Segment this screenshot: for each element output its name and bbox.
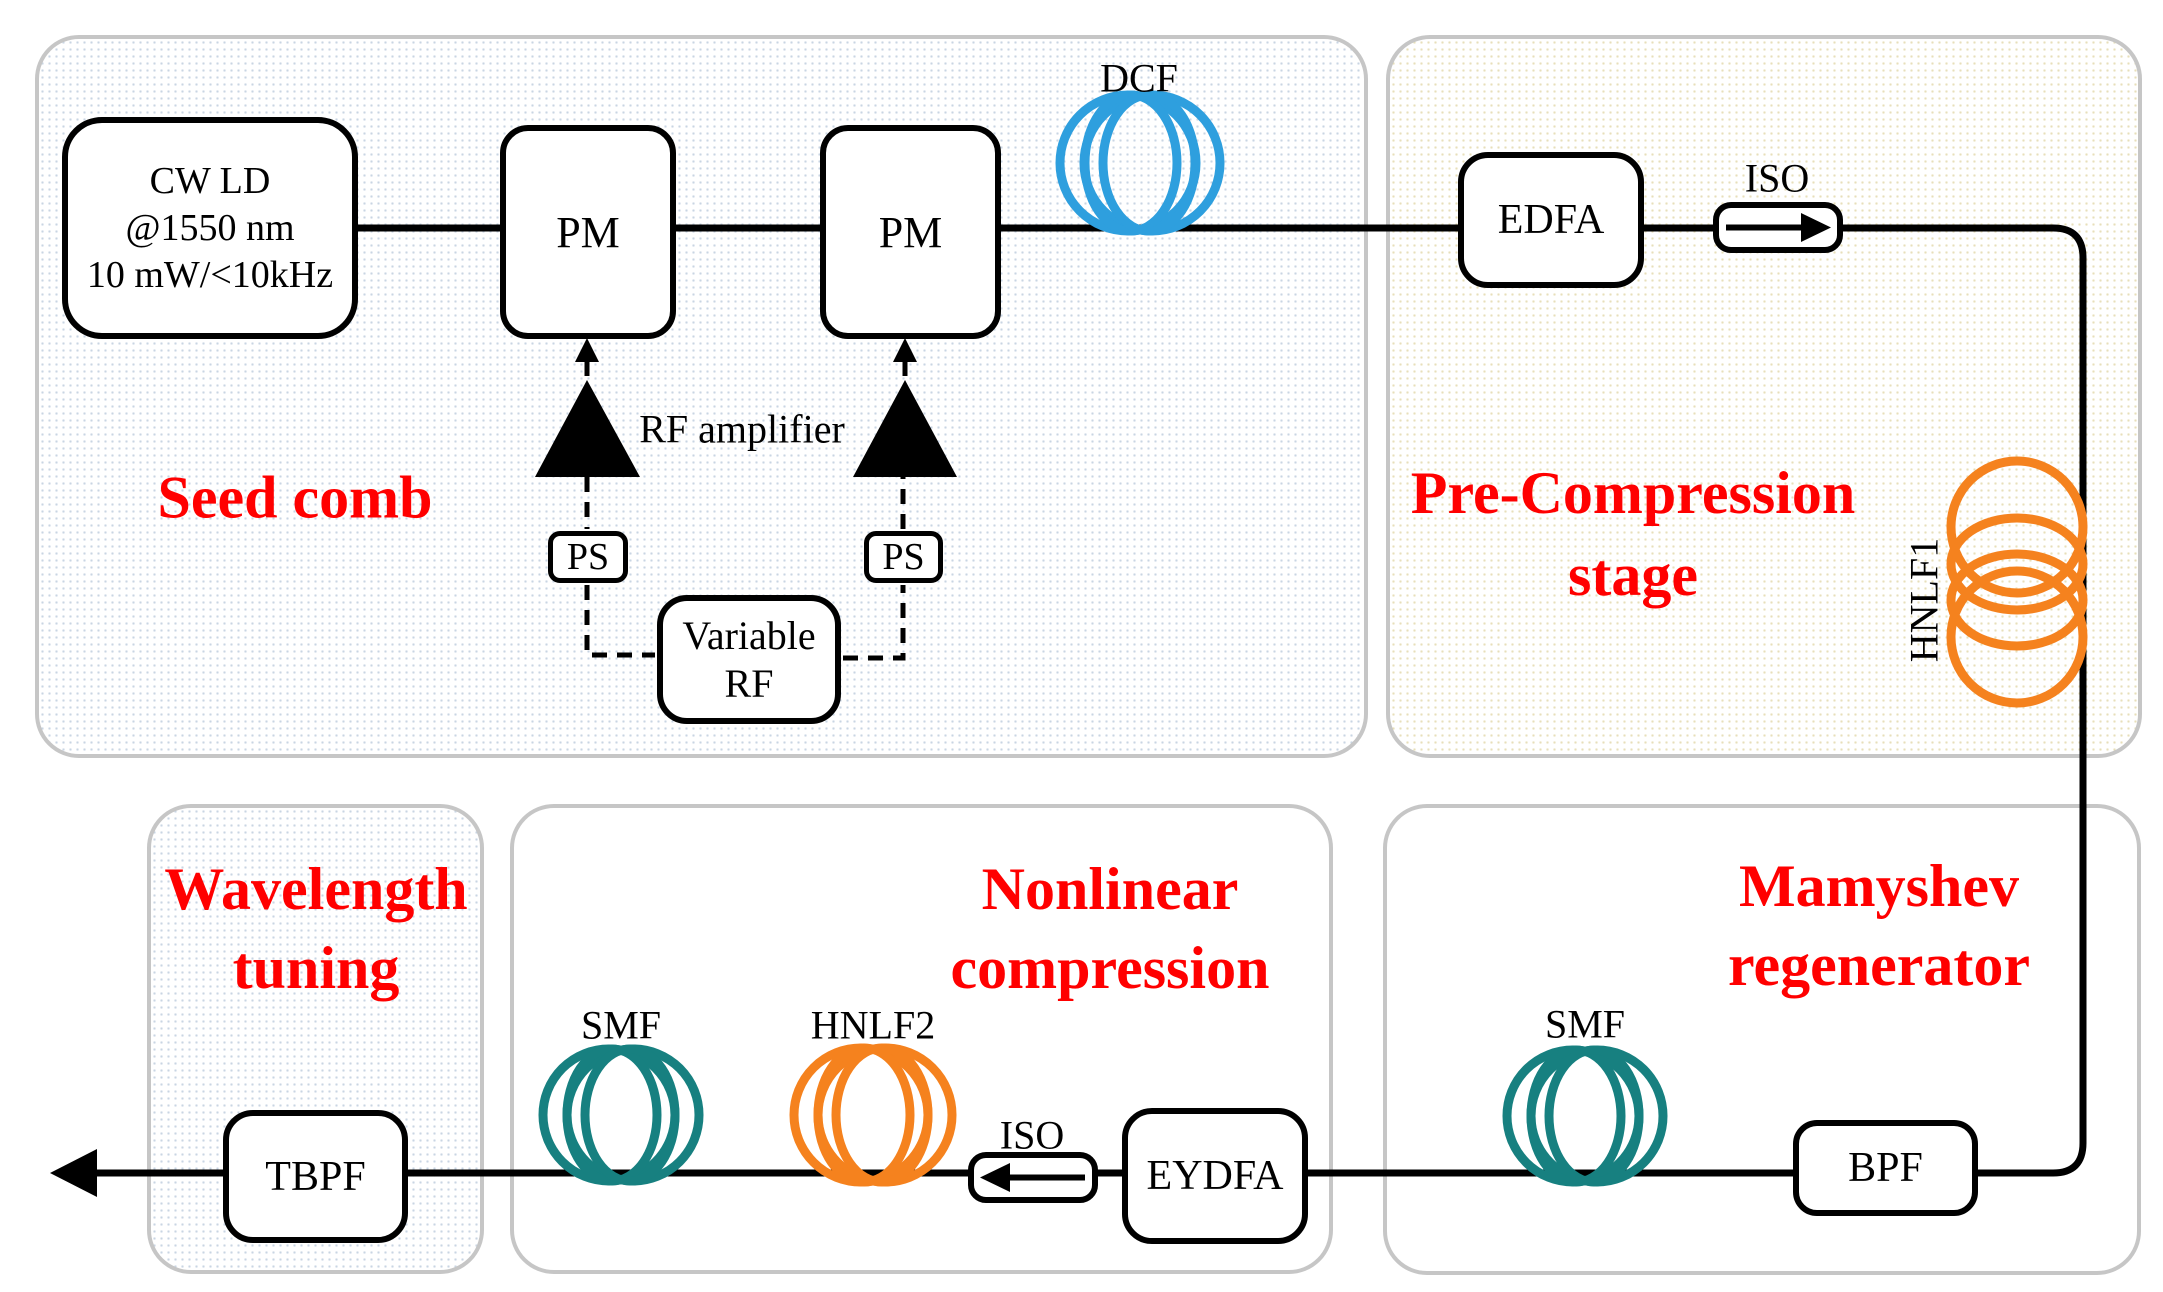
variable-rf-line1: Variable — [682, 612, 816, 658]
wavelength-tuning-line1: Wavelength — [164, 856, 468, 922]
hnlf1-fiber-coil-icon — [1946, 456, 2088, 708]
phase-shifter-1-box: PS — [548, 531, 628, 583]
ps1-label: PS — [566, 536, 610, 578]
rf-amplifier-label: RF amplifier — [639, 406, 845, 452]
rf-amplifier-2-icon — [853, 380, 957, 477]
ps2-label: PS — [882, 536, 925, 578]
left-arrow-icon — [980, 1163, 1085, 1192]
hnlf1-label: HNLF1 — [1901, 537, 1947, 663]
nonlinear-compression-line1: Nonlinear — [981, 856, 1239, 922]
bpf-box: BPF — [1793, 1120, 1978, 1216]
dashed-line-variable-rf-to-ps2 — [843, 585, 906, 661]
tbpf-label: TBPF — [265, 1153, 366, 1200]
seed-comb-text: Seed comb — [157, 464, 433, 531]
wavelength-tuning-line2: tuning — [232, 935, 400, 1001]
smf-compression-label: SMF — [580, 1002, 662, 1048]
pm2-label: PM — [878, 207, 943, 257]
output-arrowhead-icon — [50, 1149, 97, 1197]
isolator-forward-box — [1713, 202, 1843, 253]
isolator-backward-box — [968, 1152, 1098, 1203]
iso-backward-label: ISO — [999, 1112, 1065, 1158]
dashed-line-ps1-to-variable-rf — [584, 585, 655, 658]
bpf-label: BPF — [1848, 1145, 1923, 1191]
arrowhead-into-pm1-icon — [575, 338, 599, 362]
pm1-label: PM — [556, 207, 620, 257]
nonlinear-compression-line2: compression — [950, 935, 1270, 1001]
mamyshev-regenerator-line2: regenerator — [1727, 932, 2031, 998]
cw-laser-diode-box: CW LD @1550 nm 10 mW/<10kHz — [62, 117, 358, 339]
right-arrow-icon — [1726, 213, 1831, 242]
cw-ld-line3: 10 mW/<10kHz — [86, 253, 334, 296]
edfa-box: EDFA — [1458, 152, 1644, 288]
smf-regenerator-label: SMF — [1544, 1001, 1626, 1047]
phase-modulator-1-box: PM — [500, 125, 676, 339]
rf-amplifier-1-icon — [535, 380, 640, 477]
panel-mamyshev-regenerator — [1383, 804, 2141, 1275]
eydfa-label: EYDFA — [1146, 1153, 1284, 1199]
eydfa-box: EYDFA — [1122, 1108, 1308, 1244]
smf-regenerator-fiber-coil-icon — [1502, 1045, 1668, 1187]
phase-modulator-2-box: PM — [820, 125, 1001, 339]
edfa-label: EDFA — [1497, 197, 1605, 243]
panel-pre-compression — [1386, 35, 2142, 758]
stage-label-pre-compression: Pre-Compression stage — [1411, 452, 1855, 616]
main-fiber-path — [88, 224, 2087, 1177]
mamyshev-regenerator-line1: Mamyshev — [1739, 853, 2019, 919]
arrowhead-into-pm2-icon — [893, 338, 917, 362]
iso-forward-label: ISO — [1744, 155, 1810, 201]
variable-rf-box: Variable RF — [657, 595, 841, 724]
dcf-label: DCF — [1100, 55, 1178, 101]
stage-label-mamyshev-regenerator: Mamyshev regenerator — [1728, 847, 2030, 1005]
phase-shifter-2-box: PS — [864, 531, 943, 583]
hnlf2-label: HNLF2 — [810, 1002, 936, 1048]
stage-label-nonlinear-compression: Nonlinear compression — [951, 850, 1270, 1008]
variable-rf-line2: RF — [724, 660, 774, 706]
hnlf2-fiber-coil-icon — [789, 1043, 957, 1187]
stage-label-seed-comb: Seed comb — [158, 459, 433, 538]
cw-ld-line1: CW LD — [149, 159, 271, 202]
pre-compression-line1: Pre-Compression — [1410, 460, 1856, 526]
stage-label-wavelength-tuning: Wavelength tuning — [164, 850, 467, 1008]
dcf-fiber-coil-icon — [1055, 90, 1225, 236]
cw-ld-line2: @1550 nm — [125, 206, 295, 249]
tbpf-box: TBPF — [223, 1110, 408, 1243]
pre-compression-line2: stage — [1568, 542, 1698, 608]
smf-compression-fiber-coil-icon — [538, 1044, 704, 1186]
